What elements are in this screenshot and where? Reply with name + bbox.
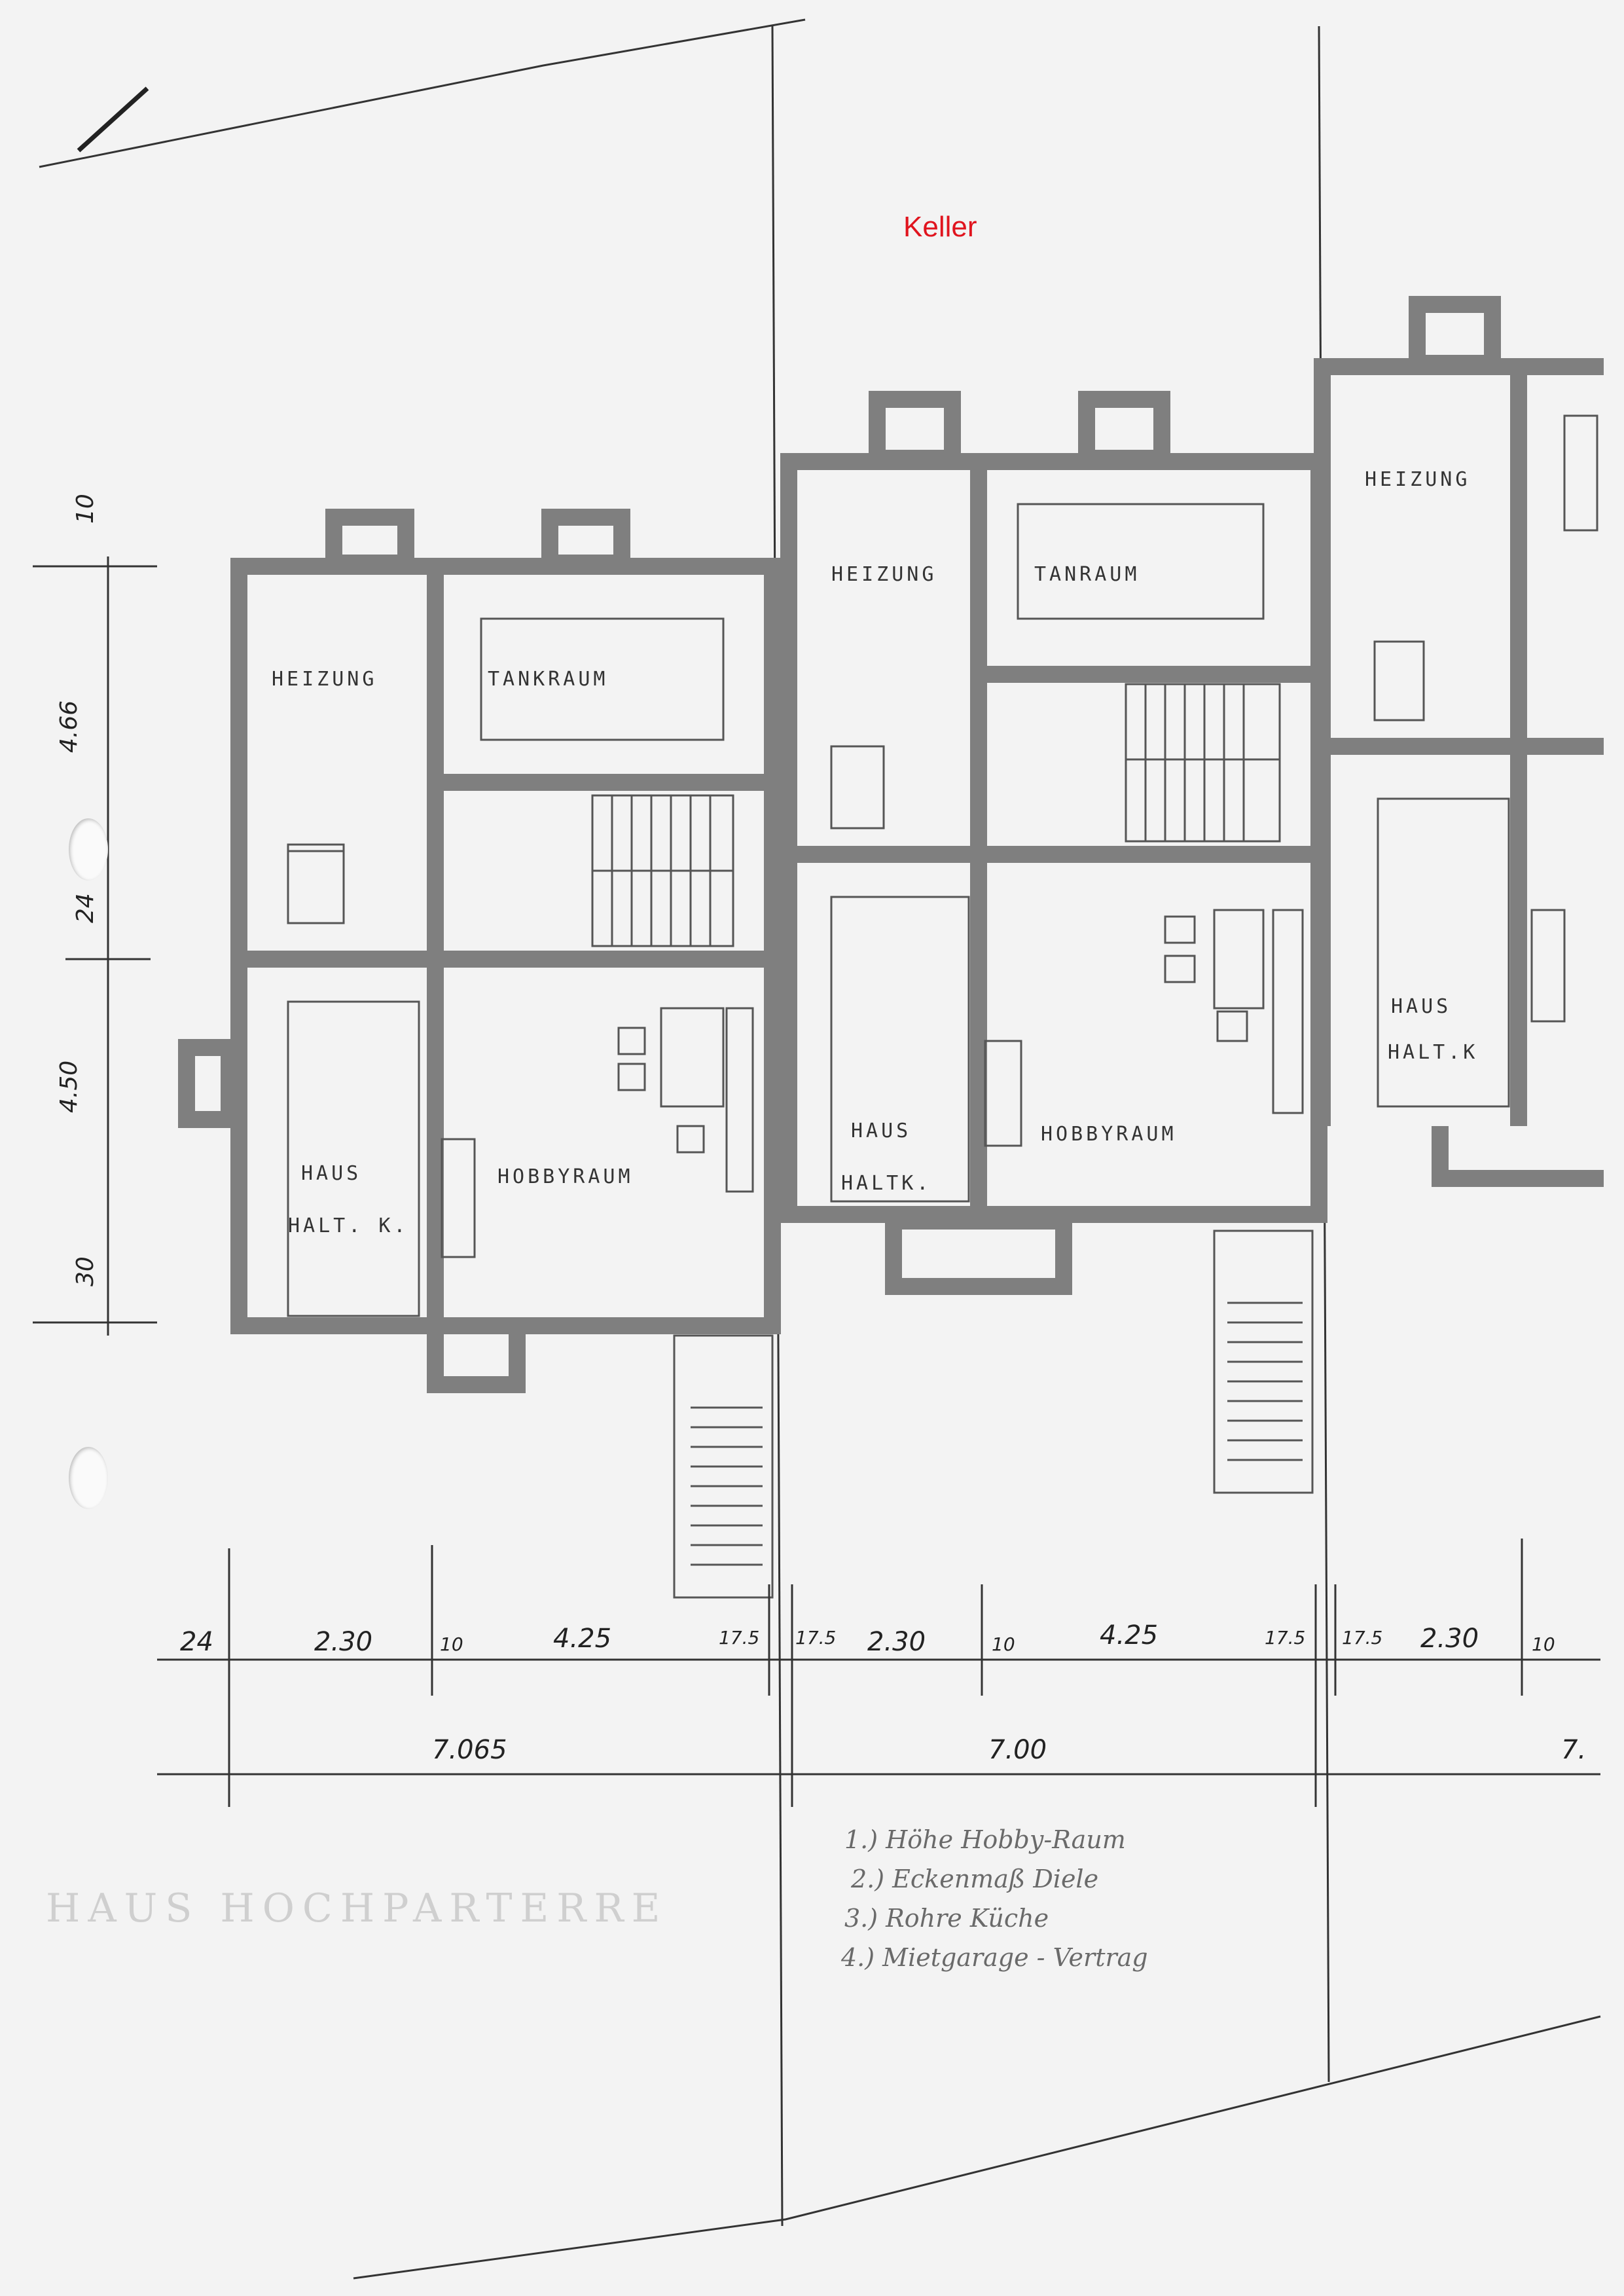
dim-r1-1: 2.30 — [314, 1627, 373, 1657]
dim-v-5: 30 — [72, 1256, 99, 1286]
dim-r1-10: 17.5 — [1342, 1627, 1383, 1649]
dim-r1-0: 24 — [180, 1627, 213, 1657]
middle-stair-outer — [1213, 1230, 1314, 1494]
dim-v-3: 24 — [72, 893, 99, 923]
room-tankraum-middle: TANRAUM — [1034, 563, 1140, 586]
dim-r2-2: 7. — [1561, 1735, 1587, 1765]
room-haus-left-1: HAUS — [301, 1162, 362, 1185]
dim-v-4: 4.50 — [56, 1060, 82, 1113]
room-haus-middle-1: HAUS — [851, 1120, 912, 1142]
dim-r1-2: 10 — [440, 1633, 463, 1655]
room-heizung-middle: HEIZUNG — [831, 563, 937, 586]
dim-r1-4: 17.5 — [719, 1627, 760, 1649]
page-title: Keller — [903, 211, 977, 243]
notes-list: 1.) Höhe Hobby-Raum 2.) Eckenmaß Diele 3… — [841, 1820, 1148, 1977]
dim-r2-0: 7.065 — [432, 1735, 507, 1765]
room-haus-right-2: HALT.K — [1388, 1041, 1479, 1064]
room-tankraum-left: TANKRAUM — [488, 668, 609, 691]
left-unit — [178, 509, 781, 1599]
dim-v-2: 4.66 — [56, 700, 82, 753]
middle-stair-inner — [1125, 683, 1281, 843]
note-2: 2.) Eckenmaß Diele — [851, 1865, 1099, 1893]
right-unit — [1314, 296, 1604, 1187]
note-1: 1.) Höhe Hobby-Raum — [844, 1825, 1126, 1854]
room-heizung-right: HEIZUNG — [1365, 468, 1471, 491]
dim-r1-12: 10 — [1532, 1633, 1555, 1655]
dim-r1-3: 4.25 — [553, 1624, 612, 1654]
room-hobbyraum-middle: HOBBYRAUM — [1041, 1123, 1177, 1146]
dim-r1-11: 2.30 — [1420, 1624, 1479, 1654]
dim-r2-1: 7.00 — [988, 1735, 1047, 1765]
room-haus-middle-2: HALTK. — [841, 1172, 932, 1195]
dim-r1-5: 17.5 — [795, 1627, 837, 1649]
dim-r1-6: 2.30 — [867, 1627, 926, 1657]
room-haus-right-1: HAUS — [1391, 995, 1452, 1018]
left-stair-outer — [673, 1334, 774, 1599]
dimension-lines — [33, 556, 1600, 1807]
punch-hole-1 — [69, 818, 108, 881]
dim-r1-8: 4.25 — [1100, 1620, 1159, 1650]
note-3: 3.) Rohre Küche — [844, 1904, 1049, 1933]
room-hobbyraum-left: HOBBYRAUM — [497, 1165, 634, 1188]
room-heizung-left: HEIZUNG — [272, 668, 378, 691]
dim-r1-7: 10 — [992, 1633, 1015, 1655]
dim-r1-9: 17.5 — [1265, 1627, 1306, 1649]
left-stair-inner — [591, 794, 734, 947]
room-haus-left-2: HALT. K. — [288, 1214, 409, 1237]
punch-hole-2 — [69, 1447, 108, 1509]
ghost-text: HAUS HOCHPARTERRE — [46, 1886, 668, 1931]
dim-v-1: 10 — [72, 494, 99, 524]
note-4: 4.) Mietgarage - Vertrag — [841, 1943, 1148, 1972]
